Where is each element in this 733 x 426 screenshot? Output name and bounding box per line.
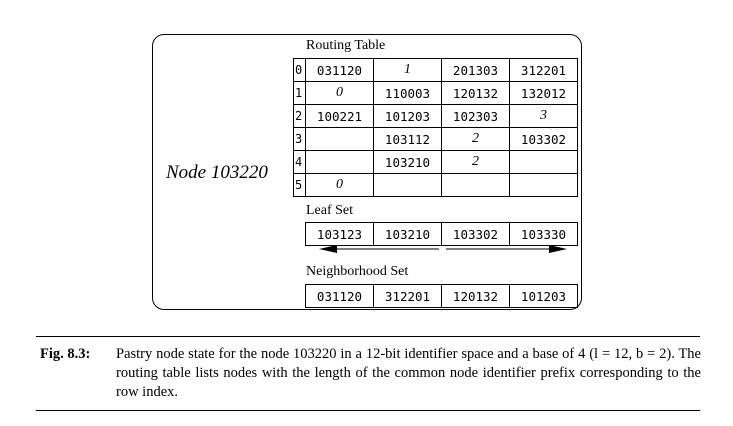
routing-row-index: 0 [293, 58, 306, 82]
neighborhood-set-title: Neighborhood Set [306, 264, 409, 279]
routing-cell [509, 150, 578, 174]
caption-label: Fig. 8.3: [40, 346, 91, 362]
routing-table-title: Routing Table [306, 38, 386, 53]
routing-cell: 103112 [373, 127, 442, 151]
neighborhood-set-cell: 101203 [509, 284, 578, 308]
right-arrow [446, 245, 567, 253]
neighborhood-set-cell: 120132 [441, 284, 510, 308]
routing-cell: 2 [441, 127, 510, 151]
leaf-set-arrows [319, 245, 567, 253]
caption-top-rule [36, 336, 700, 337]
routing-cell: 312201 [509, 58, 578, 82]
leaf-set-cell: 103330 [509, 222, 578, 246]
routing-row-index: 1 [293, 81, 306, 105]
leaf-set-cell: 103123 [305, 222, 374, 246]
neighborhood-set-cell: 312201 [373, 284, 442, 308]
routing-row-index: 5 [293, 173, 306, 197]
routing-cell: 101203 [373, 104, 442, 128]
routing-cell [441, 173, 510, 197]
routing-cell: 132012 [509, 81, 578, 105]
routing-cell: 1 [373, 58, 442, 82]
caption-bottom-rule [36, 410, 700, 411]
routing-cell [373, 173, 442, 197]
routing-cell: 2 [441, 150, 510, 174]
left-arrow [319, 245, 439, 253]
routing-row-index: 4 [293, 150, 306, 174]
node-state-box [152, 34, 582, 310]
routing-cell [509, 173, 578, 197]
routing-cell: 0 [305, 173, 374, 197]
routing-cell: 103210 [373, 150, 442, 174]
neighborhood-set-cell: 031120 [305, 284, 374, 308]
routing-cell: 100221 [305, 104, 374, 128]
node-label: Node 103220 [166, 162, 268, 183]
routing-row-index: 2 [293, 104, 306, 128]
routing-cell [305, 150, 374, 174]
caption-text: Pastry node state for the node 103220 in… [116, 346, 701, 400]
routing-cell: 031120 [305, 58, 374, 82]
routing-cell: 201303 [441, 58, 510, 82]
routing-cell [305, 127, 374, 151]
routing-cell: 0 [305, 81, 374, 105]
routing-cell: 103302 [509, 127, 578, 151]
routing-cell: 3 [509, 104, 578, 128]
routing-cell: 110003 [373, 81, 442, 105]
routing-cell: 102303 [441, 104, 510, 128]
routing-cell: 120132 [441, 81, 510, 105]
routing-row-index: 3 [293, 127, 306, 151]
leaf-set-cell: 103210 [373, 222, 442, 246]
leaf-set-title: Leaf Set [306, 203, 354, 218]
